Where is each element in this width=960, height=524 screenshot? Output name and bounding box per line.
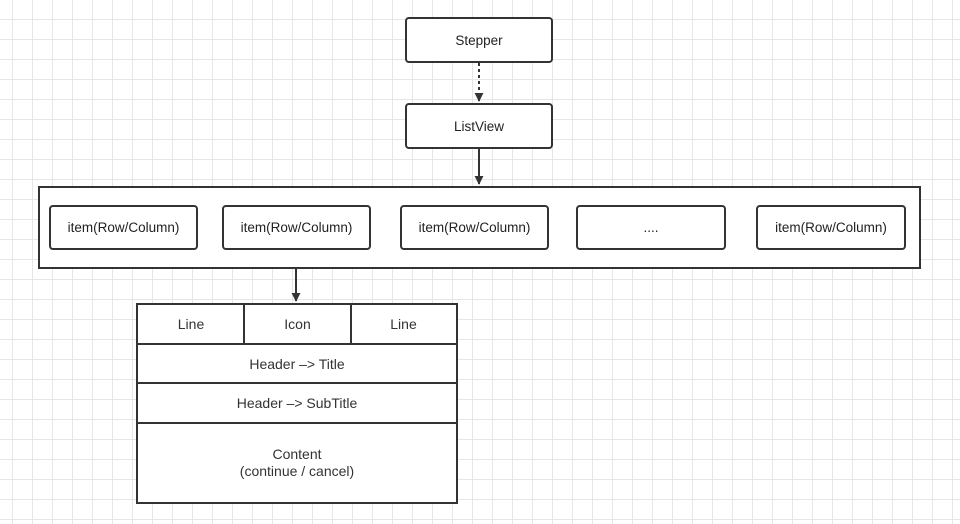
divider: [138, 382, 456, 384]
divider: [350, 305, 352, 344]
line-cell-left: Line: [138, 305, 244, 344]
header-title-label: Header –> Title: [249, 355, 345, 372]
line-left-label: Line: [177, 316, 205, 332]
line-cell-right: Line: [351, 305, 456, 344]
content-label: Content: [272, 446, 322, 462]
listview-label: ListView: [453, 118, 505, 134]
item-node-2: item(Row/Column): [222, 205, 371, 250]
item-label: item(Row/Column): [240, 220, 353, 235]
icon-cell: Icon: [244, 305, 351, 344]
divider: [138, 422, 456, 424]
item-label: item(Row/Column): [67, 220, 180, 235]
content-row: Content (continue / cancel): [138, 424, 456, 502]
step-item-detail: Line Icon Line Header –> Title Header –>…: [136, 303, 458, 504]
line-right-label: Line: [390, 316, 417, 332]
item-label: item(Row/Column): [418, 220, 531, 235]
content-actions-label: (continue / cancel): [239, 463, 355, 479]
header-subtitle-row: Header –> SubTitle: [138, 384, 456, 422]
divider: [138, 343, 456, 345]
stepper-label: Stepper: [455, 32, 503, 48]
icon-label: Icon: [284, 316, 311, 332]
item-label: item(Row/Column): [775, 220, 887, 235]
item-node-1: item(Row/Column): [49, 205, 198, 250]
item-node-5: item(Row/Column): [756, 205, 906, 250]
listview-node: ListView: [405, 103, 553, 149]
divider: [243, 305, 245, 344]
header-title-row: Header –> Title: [138, 345, 456, 383]
ellipsis-node: ....: [576, 205, 726, 250]
header-subtitle-label: Header –> SubTitle: [236, 394, 358, 411]
ellipsis-label: ....: [643, 220, 659, 235]
stepper-node: Stepper: [405, 17, 553, 63]
item-node-3: item(Row/Column): [400, 205, 549, 250]
